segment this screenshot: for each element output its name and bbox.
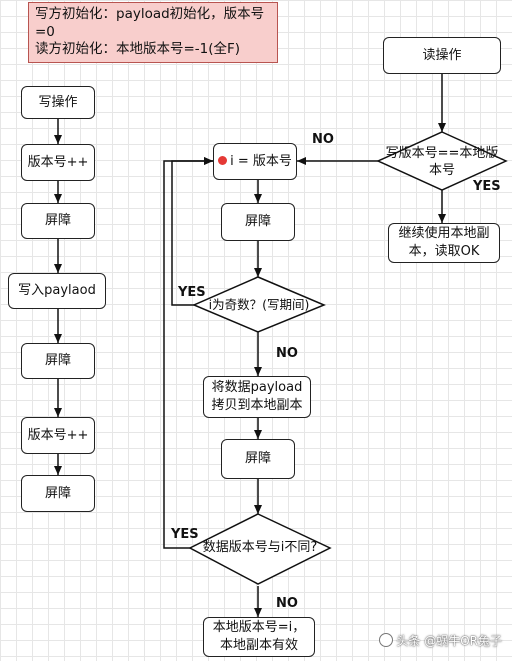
check-no-label: NO [312,132,334,147]
continue-local-copy-box: 继续使用本地副 本，读取OK [388,223,500,263]
init-note: 写方初始化：payload初始化，版本号=0 读方初始化：本地版本号=-1(全F… [28,2,278,63]
continue-local-copy-line2: 本，读取OK [408,244,480,259]
copy-payload-line1: 将数据payload [211,380,303,396]
check-version-equal-line1: 写版本号==本地版 [385,146,499,161]
final-valid-line2: 本地副本有效 [219,638,298,653]
init-note-writer: 写方初始化：payload初始化，版本号=0 [35,6,265,40]
decision-version-equal [376,131,508,191]
watermark-logo-icon [379,633,394,647]
loop-diff-yes [163,157,213,549]
final-valid-line1: 本地版本号=i， [212,620,306,636]
diff-check-text: 数据版本号与i不同? [202,540,318,555]
check-yes-label: YES [473,179,501,194]
assign-version-box: i = 版本号 [213,143,297,180]
watermark: 头条 @蜗牛OR兔子 [379,632,502,649]
watermark-text: 头条 @蜗牛OR兔子 [396,634,502,648]
write-barrier-box: 屏障 [21,475,95,512]
copy-payload-box: 将数据payload 拷贝到本地副本 [203,376,311,418]
check-version-equal-text: 写版本号==本地版 本号 [382,146,502,180]
odd-check-text: i为奇数？(写期间) [208,297,310,312]
odd-yes-label: YES [178,285,206,300]
decision-odd [192,276,326,333]
pin-icon [218,156,228,165]
final-valid-box: 本地版本号=i， 本地副本有效 [203,617,315,657]
continue-local-copy-line1: 继续使用本地副 [398,226,490,242]
diff-yes-label: YES [171,527,199,542]
check-version-equal-line2: 本号 [428,162,455,178]
write-version-increment-box: 版本号++ [21,144,95,181]
read-operation-box: 读操作 [383,37,501,74]
odd-no-label: NO [276,346,298,361]
write-version-increment-box: 版本号++ [21,417,95,454]
write-barrier-box: 屏障 [21,343,95,379]
init-note-reader: 读方初始化：本地版本号=-1(全F) [35,41,241,58]
write-operation-box: 写操作 [21,86,95,119]
assign-version-label: i = 版本号 [230,153,292,169]
decision-version-diff [188,513,332,585]
loop-odd-yes [171,157,213,306]
write-barrier-box: 屏障 [21,203,95,239]
write-payload-box: 写入paylaod [8,273,106,309]
copy-payload-line2: 拷贝到本地副本 [211,398,303,413]
diff-no-label: NO [276,596,298,611]
read-barrier-box: 屏障 [221,439,295,479]
read-barrier-box: 屏障 [221,203,295,241]
